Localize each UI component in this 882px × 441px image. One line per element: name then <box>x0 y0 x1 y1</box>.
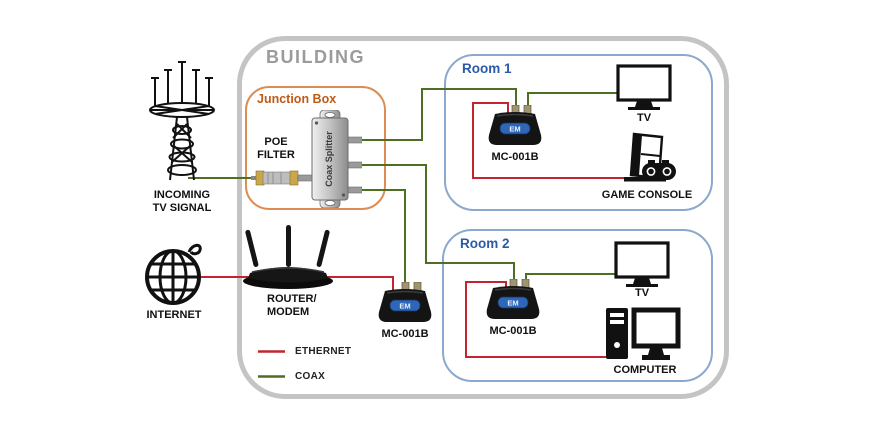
room2-tv-label: TV <box>634 287 650 299</box>
antenna-tower-icon <box>147 58 217 183</box>
poe-filter-label: POE FILTER <box>257 136 295 161</box>
legend-coax-swatch <box>257 374 287 379</box>
room1-moca-adapter: EM <box>485 105 545 147</box>
incoming-signal-label: INCOMING TV SIGNAL <box>152 189 212 214</box>
room1-adapter-model: MC-001B <box>491 151 539 163</box>
room2-adapter-model: MC-001B <box>489 325 537 337</box>
legend-ethernet-label: ETHERNET <box>295 346 352 357</box>
junction-box-outline <box>245 86 386 210</box>
junction-box-label: Junction Box <box>257 92 337 106</box>
adapter-logo: EM <box>399 302 410 311</box>
room2-label: Room 2 <box>460 236 510 251</box>
room1-tv-label: TV <box>636 112 652 124</box>
router-icon <box>242 223 334 291</box>
computer-icon <box>605 307 681 365</box>
router-adapter-model: MC-001B <box>381 328 429 340</box>
room2-tv-icon <box>614 241 670 289</box>
legend-ethernet-swatch <box>257 349 287 354</box>
room2-outline <box>442 229 713 382</box>
splitter-label: Coax Splitter <box>324 131 334 187</box>
poe-filter-icon <box>251 168 303 188</box>
computer-label: COMPUTER <box>613 364 677 376</box>
router-label: ROUTER/ MODEM <box>267 293 317 318</box>
room1-label: Room 1 <box>462 61 512 76</box>
room2-moca-adapter: EM <box>483 279 543 321</box>
coax-splitter-icon: Coax Splitter <box>298 110 362 208</box>
adapter-logo: EM <box>509 125 520 134</box>
game-console-label: GAME CONSOLE <box>601 189 693 201</box>
building-outline <box>237 36 729 399</box>
internet-globe-icon <box>142 240 206 308</box>
room1-tv-icon <box>616 64 672 112</box>
internet-label: INTERNET <box>146 309 202 321</box>
router-moca-adapter: EM <box>375 282 435 324</box>
adapter-logo: EM <box>507 299 518 308</box>
building-label: BUILDING <box>266 47 365 67</box>
game-console-icon <box>618 132 676 186</box>
legend-coax-label: COAX <box>295 371 326 382</box>
